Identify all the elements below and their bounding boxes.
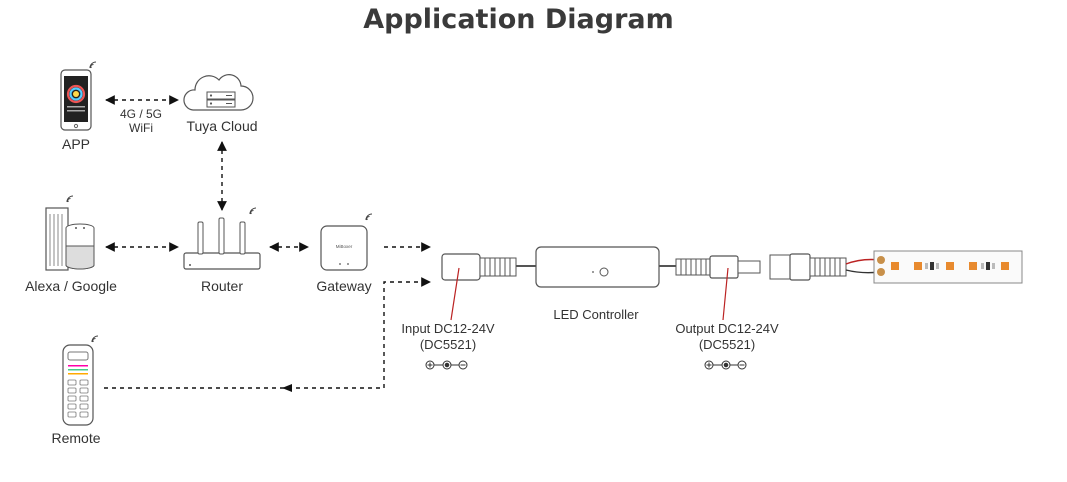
gateway-brand-text: MiBoxer bbox=[336, 244, 353, 249]
input-polarity-symbol bbox=[425, 360, 468, 370]
remote-controller-path bbox=[104, 277, 431, 389]
input-label-line1: Input DC12-24V bbox=[401, 321, 495, 336]
alexa-google-label: Alexa / Google bbox=[25, 278, 117, 294]
led-controller-device bbox=[535, 246, 660, 288]
smart-speaker-icon bbox=[45, 195, 95, 271]
led-controller-label: LED Controller bbox=[553, 307, 639, 322]
output-label-line1: Output DC12-24V bbox=[675, 321, 779, 336]
strip-connector bbox=[769, 253, 881, 281]
output-polarity-symbol bbox=[704, 360, 747, 370]
output-label-line2: (DC5521) bbox=[698, 337, 756, 352]
app-label: APP bbox=[61, 136, 90, 152]
connection-arrows bbox=[104, 95, 431, 389]
remote-label: Remote bbox=[51, 430, 101, 446]
remote-icon bbox=[62, 335, 99, 426]
led-strip bbox=[873, 250, 1023, 284]
gateway-label: Gateway bbox=[316, 278, 372, 294]
router-label: Router bbox=[200, 278, 244, 294]
diagram-title: Application Diagram bbox=[363, 4, 674, 35]
link-label-line2: WiFi bbox=[129, 121, 153, 135]
link-label-line1: 4G / 5G bbox=[119, 107, 163, 121]
cloud-icon bbox=[183, 74, 254, 111]
phone-icon bbox=[60, 61, 97, 131]
router-icon bbox=[183, 207, 261, 270]
input-label-line2: (DC5521) bbox=[419, 337, 477, 352]
input-connector bbox=[441, 253, 536, 321]
remote-path-mid-arrow bbox=[282, 384, 292, 392]
output-connector bbox=[659, 255, 761, 321]
gateway-icon: MiBoxer bbox=[320, 213, 373, 271]
cloud-label: Tuya Cloud bbox=[186, 118, 258, 134]
